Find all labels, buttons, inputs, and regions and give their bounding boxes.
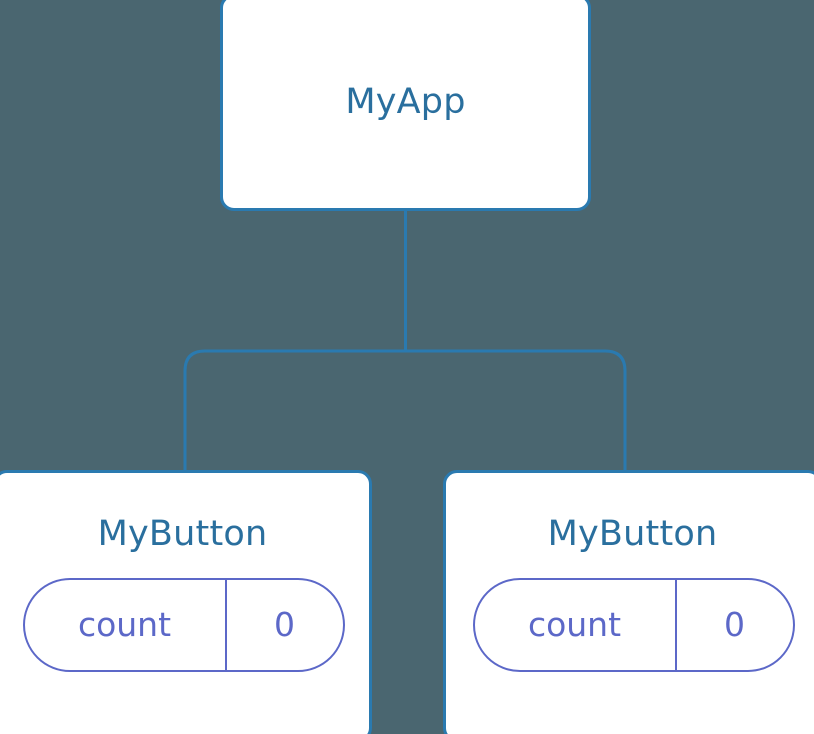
- state-value-right: 0: [724, 605, 745, 644]
- node-mybutton-right[interactable]: MyButton count 0: [443, 470, 814, 734]
- state-divider-left: [224, 579, 227, 670]
- state-pill-left[interactable]: count 0: [22, 577, 345, 672]
- edge-to-child-left: [183, 349, 406, 474]
- node-mybutton-left-label: MyButton: [97, 514, 268, 554]
- state-key-left: count: [77, 605, 172, 644]
- state-value-left: 0: [274, 605, 295, 644]
- state-key-right: count: [527, 605, 622, 644]
- node-myapp[interactable]: MyApp: [220, 0, 591, 211]
- node-mybutton-right-label: MyButton: [547, 514, 718, 554]
- state-pill-right[interactable]: count 0: [472, 577, 795, 672]
- node-mybutton-left[interactable]: MyButton count 0: [0, 470, 372, 734]
- state-divider-right: [674, 579, 677, 670]
- edge-to-child-right: [405, 349, 627, 474]
- node-myapp-label: MyApp: [345, 82, 466, 123]
